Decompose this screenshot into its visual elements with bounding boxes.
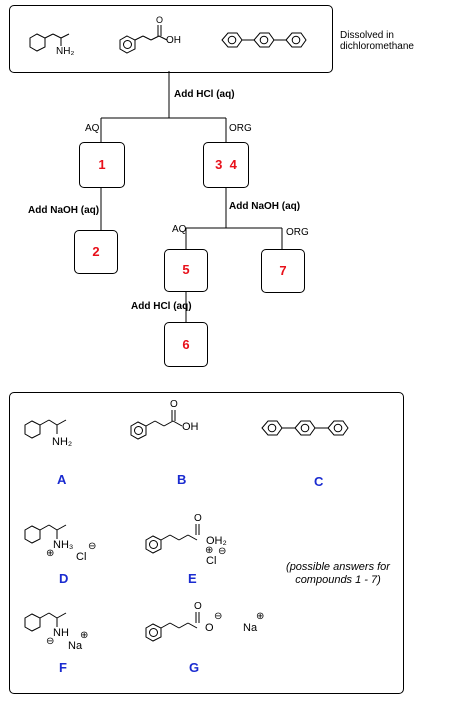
f-plus-charge: ⊕ [80, 630, 89, 641]
answer-letter-g: G [189, 660, 200, 675]
step-add-hcl-1: Add HCl (aq) [174, 89, 235, 100]
c-terphenyl-ring-3 [327, 420, 349, 436]
answer-hint: (possible answers for compounds 1 - 7) [284, 561, 392, 587]
f-minus-charge: ⊖ [46, 636, 55, 647]
org-label-1: ORG [229, 123, 252, 134]
compound-number-5: 5 [182, 262, 190, 277]
compound-box-2: 2 [74, 230, 118, 274]
b-oh-label: OH [182, 421, 199, 433]
aq-label-1: AQ [85, 123, 100, 134]
b-benzene-ring [130, 421, 147, 440]
solvent-note-line2: dichloromethane [340, 41, 414, 52]
c-terphenyl-ring-1 [261, 420, 283, 436]
d-cyclohexane-ring [24, 525, 41, 544]
compound-number-1: 1 [98, 157, 106, 172]
step-add-naoh-1: Add NaOH (aq) [28, 205, 100, 216]
f-nh-label: NH [53, 627, 69, 639]
answer-letter-c: C [314, 474, 324, 489]
answer-letter-f: F [59, 660, 67, 675]
step-add-naoh-2: Add NaOH (aq) [229, 201, 301, 212]
compound-box-6: 6 [164, 322, 208, 367]
answer-letter-d: D [59, 571, 69, 586]
f-cyclohexane-ring [24, 613, 41, 632]
benzene-ring [119, 35, 136, 54]
c-terphenyl-ring-2 [294, 420, 316, 436]
d-minus-charge: ⊖ [88, 541, 97, 552]
g-minus-charge: ⊖ [214, 611, 223, 622]
e-benzene-ring [145, 535, 162, 554]
top-amine-label: NH₂ [56, 46, 75, 57]
e-cl-label: Cl [206, 555, 217, 567]
compound-number-6: 6 [182, 337, 190, 352]
terphenyl-ring-3 [285, 32, 307, 48]
separation-flow-lines [100, 71, 283, 322]
compound-number-3-4: 3 4 [215, 157, 237, 172]
compound-number-2: 2 [92, 244, 100, 259]
step-add-hcl-2: Add HCl (aq) [131, 301, 192, 312]
compound-box-7: 7 [261, 249, 305, 293]
compound-box-5: 5 [164, 249, 208, 292]
answer-structures [24, 410, 349, 642]
d-plus-charge: ⊕ [46, 548, 55, 559]
answer-hint-line1: (possible answers for [286, 561, 390, 573]
answer-letter-a: A [57, 472, 67, 487]
compound-box-3-4: 3 4 [203, 142, 249, 188]
answer-hint-line2: compounds 1 - 7) [295, 574, 381, 586]
f-na-label: Na [68, 640, 83, 652]
org-label-2: ORG [286, 227, 309, 238]
solvent-note-line1: Dissolved in [340, 30, 394, 41]
answer-letter-b: B [177, 472, 187, 487]
b-o-label: O [170, 399, 178, 410]
cyclohexane-ring [29, 33, 46, 52]
a-cyclohexane-ring [24, 420, 41, 439]
compound-number-7: 7 [279, 263, 287, 278]
a-nh2-label: NH₂ [52, 436, 73, 448]
top-acid-o-label: O [156, 15, 164, 25]
answer-options-box [9, 392, 404, 694]
starting-mixture-box [9, 5, 333, 73]
e-oh2-label: OH₂ [206, 535, 227, 547]
compound-box-1: 1 [79, 142, 125, 188]
aq-label-2: AQ [172, 224, 187, 235]
e-o-label: O [194, 513, 202, 524]
g-o-label: O [194, 601, 202, 612]
answer-letter-e: E [188, 571, 197, 586]
e-plus-charge: ⊕ [205, 545, 214, 556]
d-cl-label: Cl [76, 551, 87, 563]
solvent-note: Dissolved in dichloromethane [340, 30, 414, 52]
g-na-label: Na [243, 622, 258, 634]
top-acid-oh-label: OH [166, 35, 181, 46]
g-o2-label: O [205, 622, 214, 634]
g-benzene-ring [145, 623, 162, 642]
starting-mixture-structures [29, 25, 307, 54]
g-plus-charge: ⊕ [256, 611, 265, 622]
e-minus-charge: ⊖ [218, 546, 227, 557]
d-nh3-label: NH₃ [53, 539, 74, 551]
